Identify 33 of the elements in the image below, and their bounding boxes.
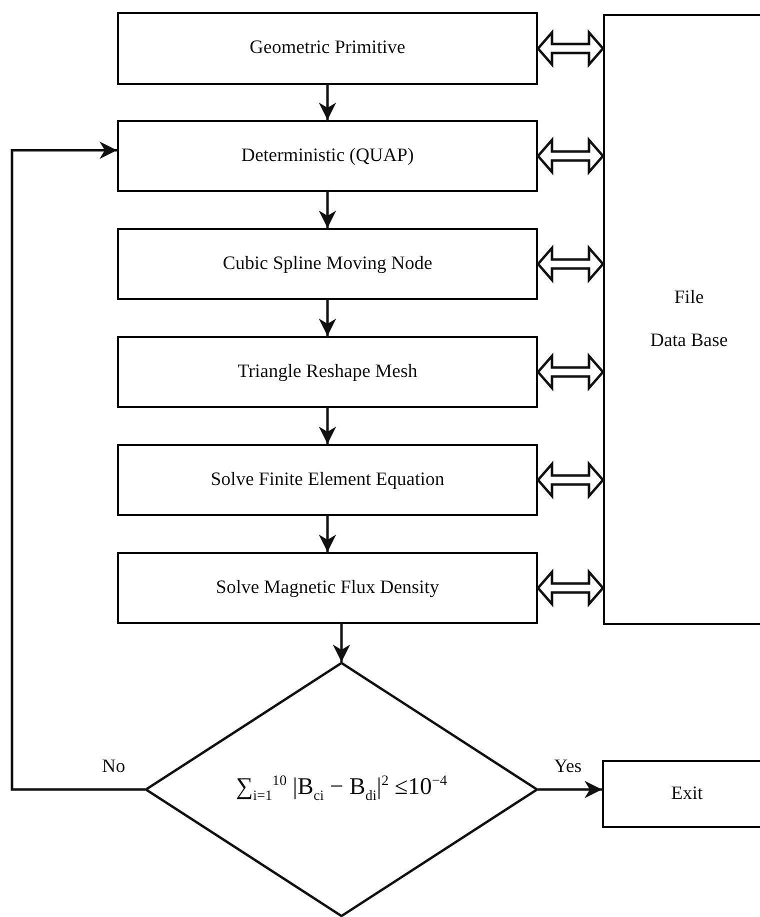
arrow bbox=[318, 85, 336, 120]
arrow bbox=[332, 624, 350, 662]
process-box bbox=[117, 444, 538, 516]
node-label: Geometric Primitive bbox=[250, 37, 406, 60]
node-label: Cubic Spline Moving Node bbox=[222, 252, 432, 276]
arrow bbox=[538, 780, 602, 798]
process-box bbox=[117, 120, 538, 192]
double-arrow bbox=[536, 136, 605, 176]
process-box bbox=[117, 552, 538, 624]
node-label: Data Base bbox=[650, 330, 728, 352]
arrow bbox=[318, 408, 336, 444]
node-label: Solve Magnetic Flux Density bbox=[216, 576, 440, 600]
condition-formula: ∑$_{i=1}$$^{10}$ |B$_{ci}$ − B$_{di}$|$^{2}$ ≤10$^{−4}$ bbox=[236, 773, 448, 806]
arrow bbox=[318, 192, 336, 228]
double-arrow bbox=[536, 244, 605, 284]
node-label: File bbox=[674, 286, 704, 310]
double-arrow bbox=[536, 29, 605, 68]
process-box bbox=[602, 760, 760, 828]
node-label: Triangle Reshape Mesh bbox=[238, 360, 418, 384]
process-box bbox=[117, 228, 538, 300]
decision-diamond bbox=[145, 662, 538, 917]
double-arrow bbox=[536, 568, 605, 608]
node-label: Solve Finite Element Equation bbox=[210, 468, 444, 492]
double-arrow bbox=[536, 352, 605, 392]
node-label: Exit bbox=[671, 782, 703, 806]
arrow bbox=[318, 516, 336, 552]
double-arrow bbox=[536, 460, 605, 500]
node-label: Deterministic (QUAP) bbox=[241, 144, 414, 168]
database-box bbox=[603, 14, 760, 625]
process-box bbox=[117, 336, 538, 408]
process-box bbox=[117, 12, 538, 85]
arrow bbox=[318, 300, 336, 336]
arrow bbox=[10, 142, 145, 791]
